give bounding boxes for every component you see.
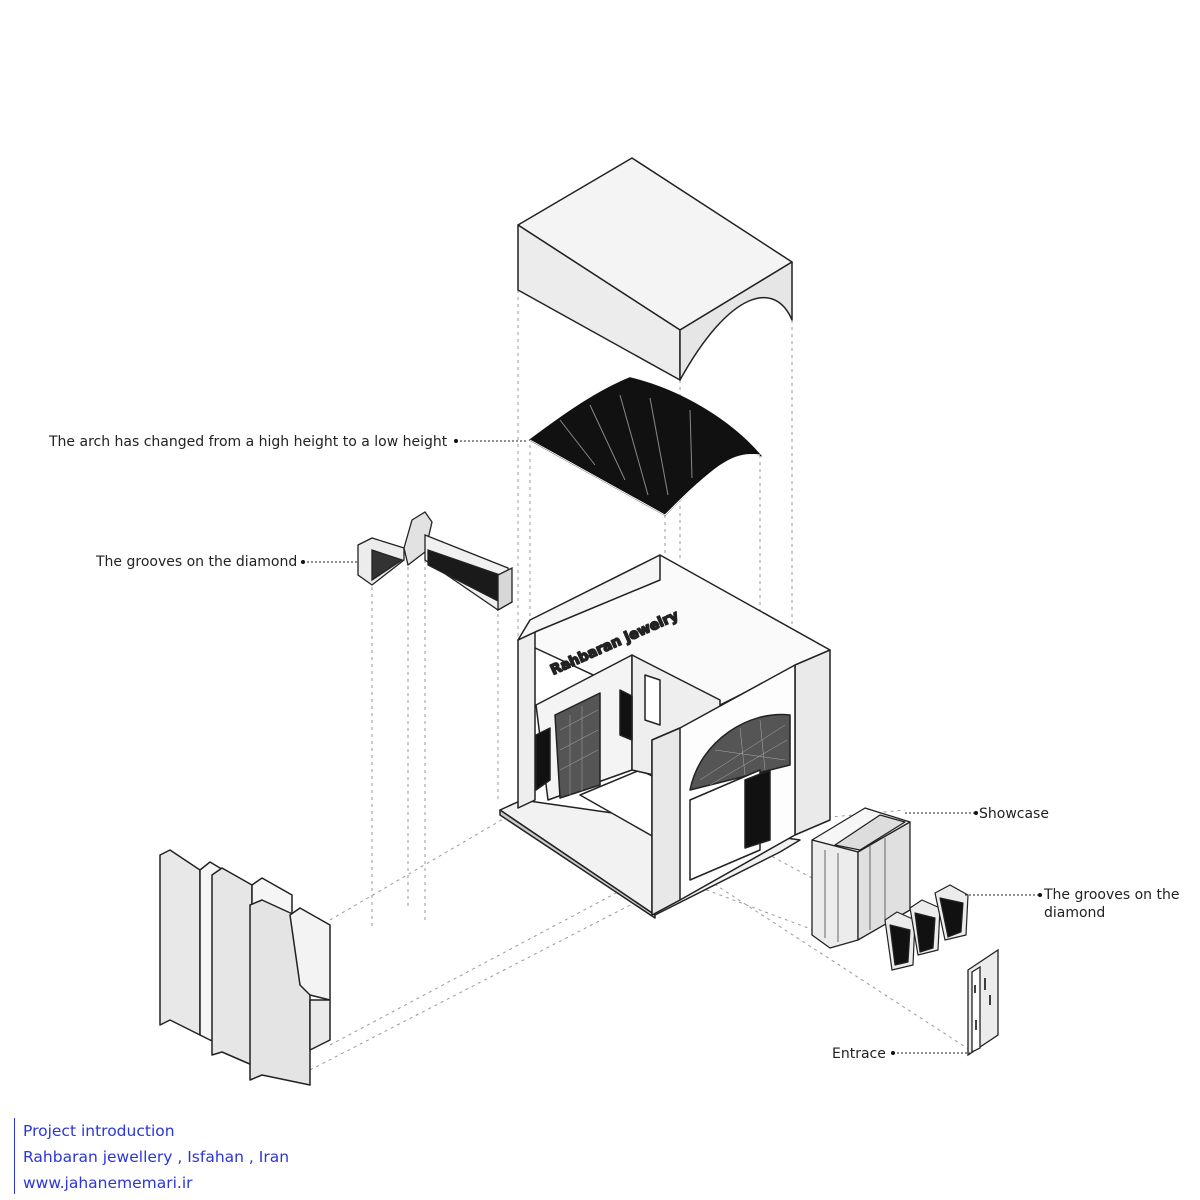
label-showcase: Showcase [979,806,1049,822]
label-grooves-right-line2: diamond [1044,905,1105,921]
credit-title: Project introduction [23,1122,175,1140]
label-arch: The arch has changed from a high height … [48,434,448,450]
showcase-units [811,807,911,949]
credit-location: Rahbaran jewellery , Isfahan , Iran [23,1148,290,1166]
diamond-grooves-right [884,884,969,971]
label-entrance: Entrace [832,1046,886,1062]
projection-lines [309,290,971,1071]
main-room: Rahbaran jewelry [499,554,831,919]
diamond-grooves-left [357,511,513,612]
vertical-fins-left [159,849,331,1086]
top-mass-block [517,157,793,381]
leader-dots [301,439,1042,1055]
label-grooves-left: The grooves on the diamond [95,554,297,570]
leader-lines [303,440,1040,1054]
arch-roof [528,377,763,516]
label-grooves-right-line1: The grooves on the [1043,887,1179,903]
project-credit: Project introduction Rahbaran jewellery … [14,1118,289,1194]
credit-website-link[interactable]: www.jahanememari.ir [23,1174,193,1192]
entrance-door [967,948,999,1057]
